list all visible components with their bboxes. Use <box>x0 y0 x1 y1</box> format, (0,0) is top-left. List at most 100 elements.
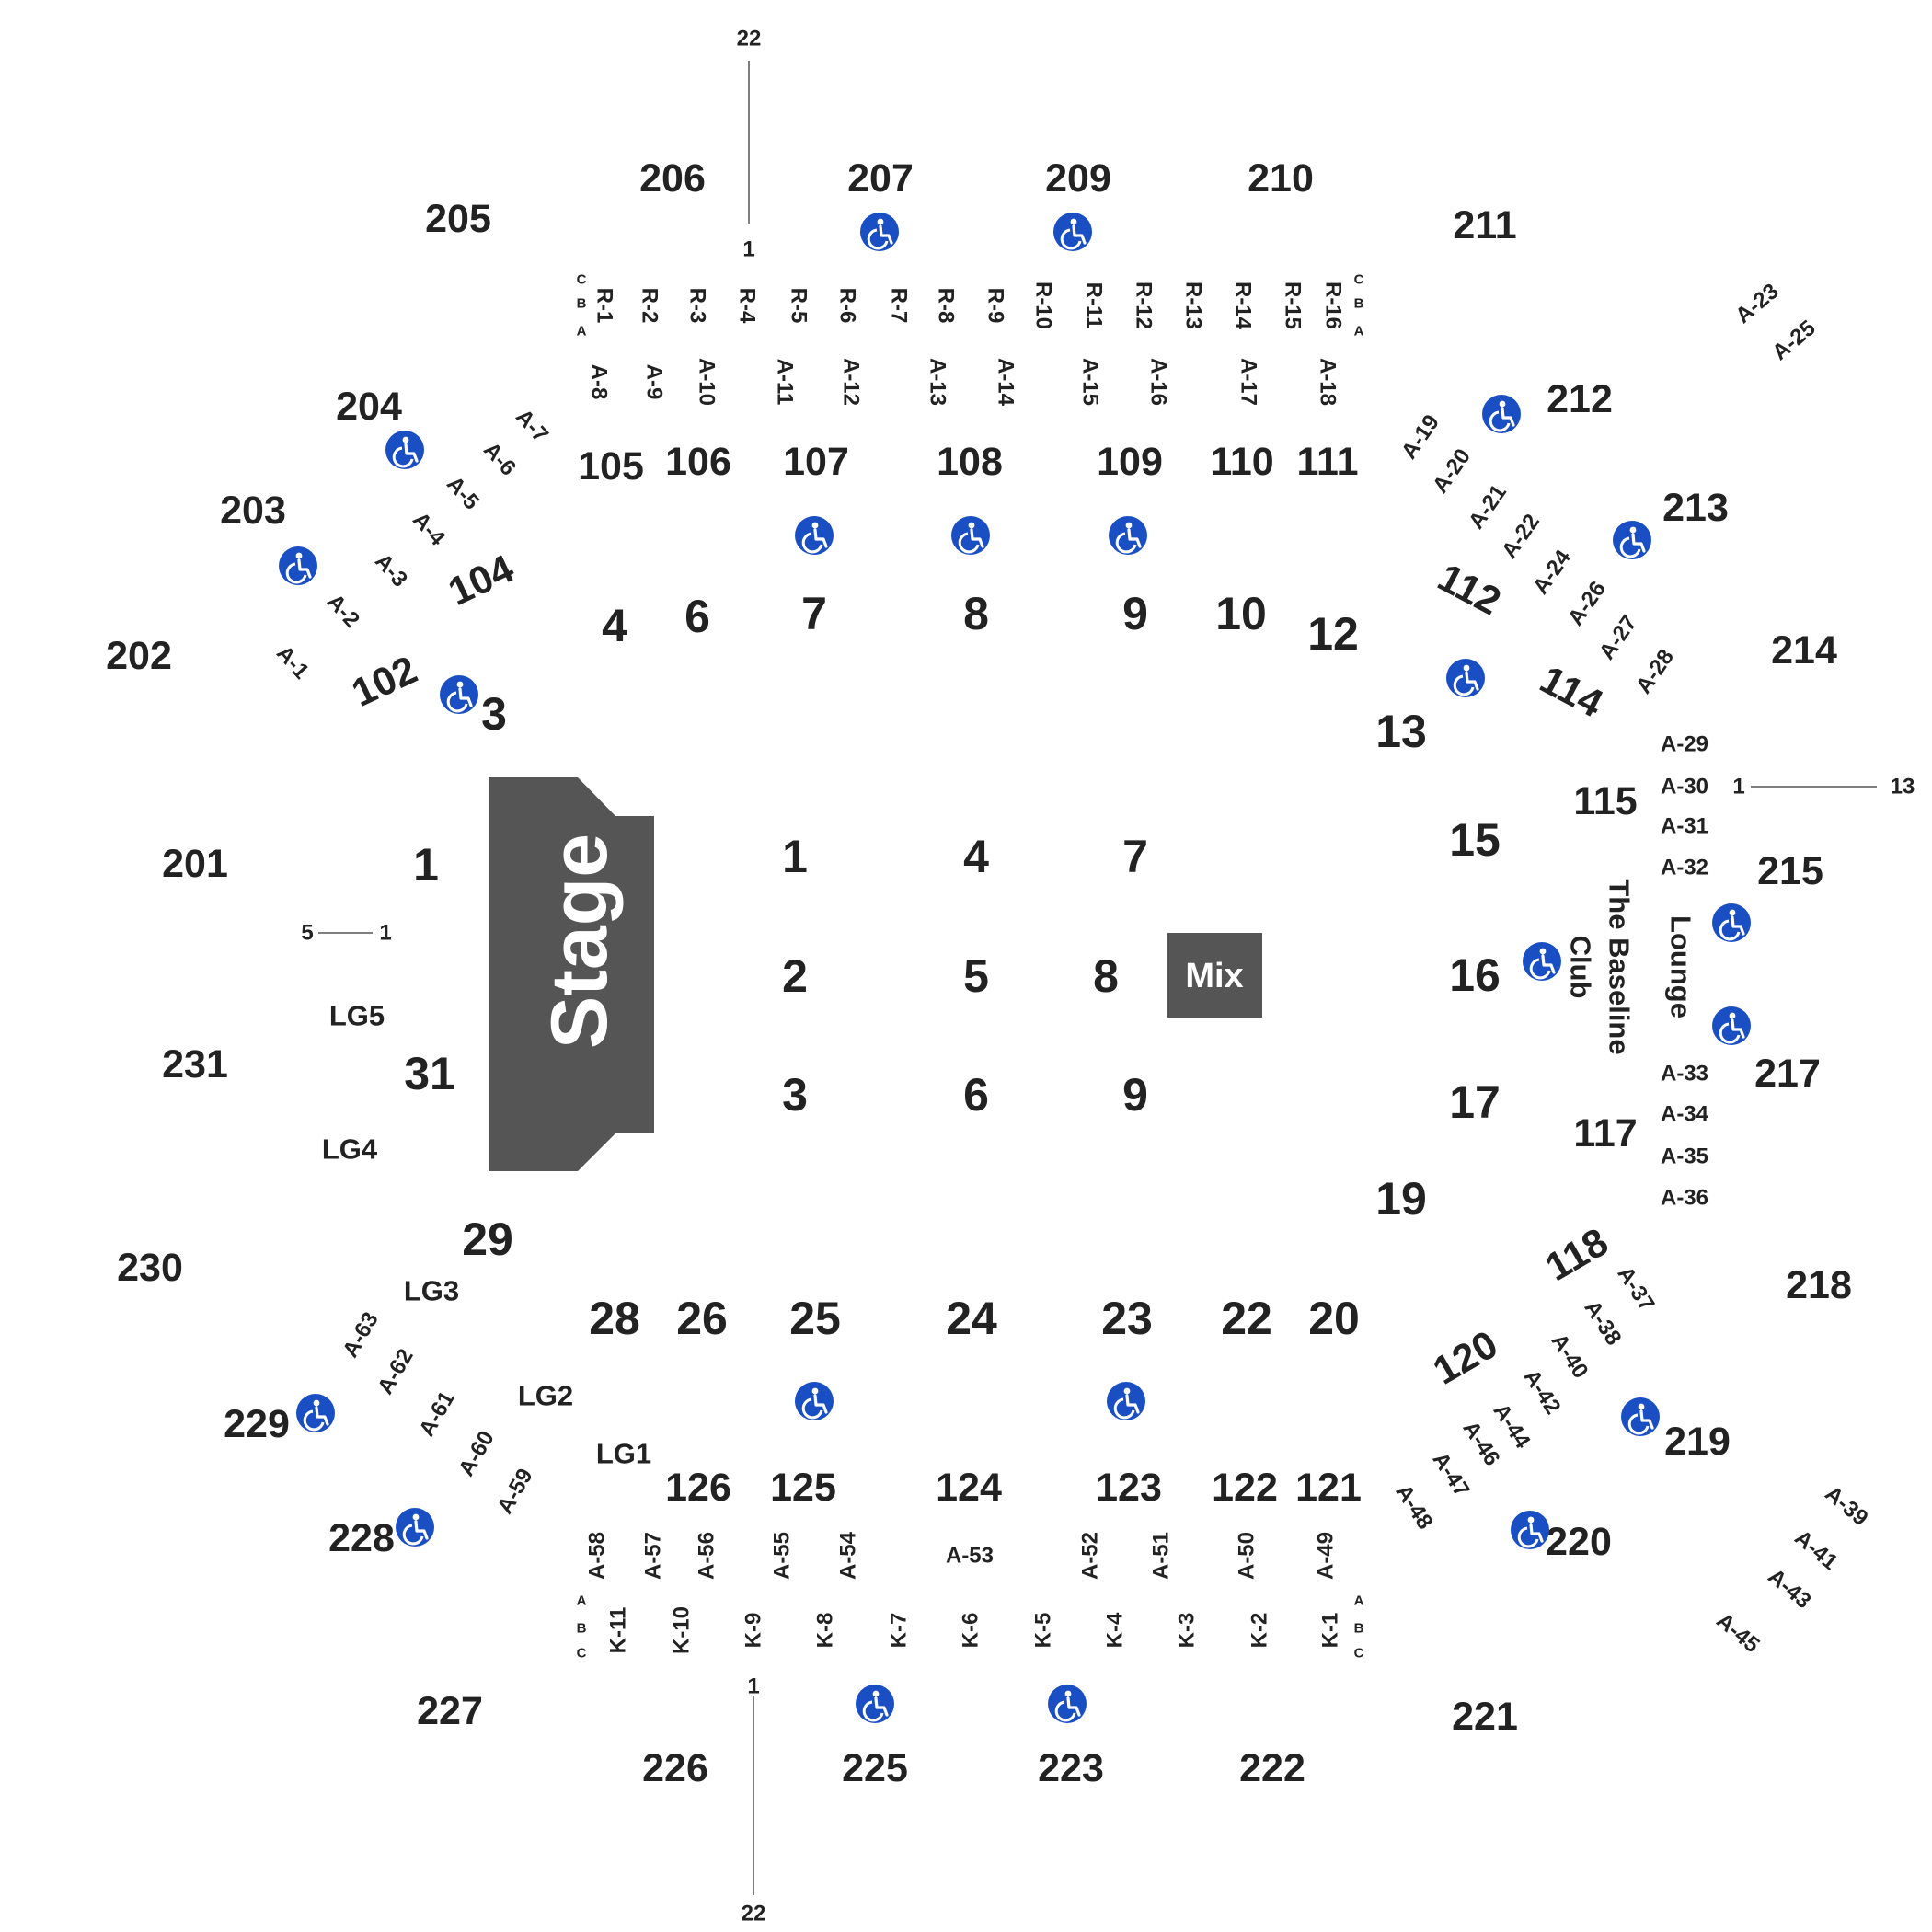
section-219[interactable]: 219 <box>1664 1420 1731 1464</box>
suite-A-4[interactable]: A-4 <box>408 508 450 551</box>
block-17[interactable]: 17 <box>1449 1076 1501 1128</box>
block-16[interactable]: 16 <box>1449 949 1501 1001</box>
suite-A-32[interactable]: A-32 <box>1661 856 1708 880</box>
block-20[interactable]: 20 <box>1308 1293 1360 1344</box>
suite-A-48[interactable]: A-48 <box>1391 1480 1438 1534</box>
suite-A-38[interactable]: A-38 <box>1580 1296 1627 1350</box>
suite-A-12[interactable]: A-12 <box>839 358 864 406</box>
floor-section-8[interactable]: 8 <box>1093 950 1119 1002</box>
suite-A-43[interactable]: A-43 <box>1763 1564 1815 1614</box>
section-230[interactable]: 230 <box>117 1246 183 1290</box>
suite-K-5[interactable]: K-5 <box>1031 1613 1056 1649</box>
section-228[interactable]: 228 <box>328 1516 395 1560</box>
suite-A-50[interactable]: A-50 <box>1235 1532 1259 1580</box>
suite-K-6[interactable]: K-6 <box>959 1613 983 1649</box>
section-126[interactable]: 126 <box>665 1466 731 1510</box>
suite-A-49[interactable]: A-49 <box>1314 1532 1339 1580</box>
suite-A-39[interactable]: A-39 <box>1820 1481 1872 1531</box>
suite-A-14[interactable]: A-14 <box>994 358 1018 407</box>
suite-A-19[interactable]: A-19 <box>1397 410 1444 464</box>
suite-A-47[interactable]: A-47 <box>1428 1448 1475 1501</box>
suite-K-9[interactable]: K-9 <box>742 1613 766 1649</box>
suite-K-3[interactable]: K-3 <box>1175 1613 1200 1649</box>
section-223[interactable]: 223 <box>1038 1746 1104 1790</box>
section-121[interactable]: 121 <box>1295 1466 1362 1510</box>
lodge-LG1[interactable]: LG1 <box>596 1438 651 1470</box>
block-31[interactable]: 31 <box>404 1048 455 1099</box>
block-28[interactable]: 28 <box>589 1293 640 1344</box>
suite-A-27[interactable]: A-27 <box>1594 611 1642 664</box>
suite-A-53[interactable]: A-53 <box>946 1544 994 1569</box>
suite-K-2[interactable]: K-2 <box>1248 1613 1272 1649</box>
suite-R-11[interactable]: R-11 <box>1082 282 1107 329</box>
section-112[interactable]: 112 <box>1431 556 1508 625</box>
block-3[interactable]: 3 <box>481 688 507 740</box>
block-25[interactable]: 25 <box>789 1293 841 1344</box>
suite-A-24[interactable]: A-24 <box>1528 545 1576 599</box>
suite-A-3[interactable]: A-3 <box>370 549 412 592</box>
suite-A-31[interactable]: A-31 <box>1661 814 1708 839</box>
suite-A-15[interactable]: A-15 <box>1078 358 1103 406</box>
suite-A-60[interactable]: A-60 <box>454 1427 499 1481</box>
section-106[interactable]: 106 <box>665 440 731 484</box>
section-102[interactable]: 102 <box>345 648 423 716</box>
suite-R-16[interactable]: R-16 <box>1321 282 1346 329</box>
section-202[interactable]: 202 <box>106 634 172 678</box>
suite-R-10[interactable]: R-10 <box>1031 282 1056 329</box>
suite-R-7[interactable]: R-7 <box>887 288 912 324</box>
section-110[interactable]: 110 <box>1210 440 1273 484</box>
section-203[interactable]: 203 <box>220 489 286 533</box>
suite-A-56[interactable]: A-56 <box>695 1532 719 1580</box>
suite-R-14[interactable]: R-14 <box>1231 282 1256 330</box>
lodge-LG5[interactable]: LG5 <box>329 1000 385 1032</box>
suite-A-7[interactable]: A-7 <box>511 405 553 448</box>
section-217[interactable]: 217 <box>1754 1052 1821 1096</box>
block-15[interactable]: 15 <box>1449 814 1501 866</box>
block-7[interactable]: 7 <box>801 588 827 639</box>
section-227[interactable]: 227 <box>417 1689 483 1733</box>
floor-section-6[interactable]: 6 <box>963 1069 989 1121</box>
lodge-LG2[interactable]: LG2 <box>518 1380 573 1412</box>
section-226[interactable]: 226 <box>642 1746 708 1790</box>
suite-A-29[interactable]: A-29 <box>1661 732 1708 757</box>
floor-section-7[interactable]: 7 <box>1122 831 1148 882</box>
block-22[interactable]: 22 <box>1221 1293 1272 1344</box>
suite-A-9[interactable]: A-9 <box>642 364 667 400</box>
section-214[interactable]: 214 <box>1771 628 1837 673</box>
floor-section-9[interactable]: 9 <box>1122 1069 1148 1121</box>
block-8[interactable]: 8 <box>963 588 989 639</box>
block-9[interactable]: 9 <box>1122 588 1148 639</box>
suite-A-34[interactable]: A-34 <box>1661 1102 1709 1127</box>
suite-R-8[interactable]: R-8 <box>934 288 959 324</box>
suite-A-28[interactable]: A-28 <box>1631 645 1679 698</box>
suite-A-55[interactable]: A-55 <box>770 1532 795 1580</box>
section-231[interactable]: 231 <box>162 1042 228 1087</box>
suite-A-33[interactable]: A-33 <box>1661 1062 1708 1087</box>
section-218[interactable]: 218 <box>1786 1263 1852 1307</box>
block-6[interactable]: 6 <box>684 591 710 642</box>
suite-A-35[interactable]: A-35 <box>1661 1144 1708 1169</box>
section-213[interactable]: 213 <box>1662 486 1729 530</box>
lodge-LG4[interactable]: LG4 <box>322 1133 378 1166</box>
suite-A-58[interactable]: A-58 <box>585 1532 610 1580</box>
suite-R-3[interactable]: R-3 <box>685 288 710 324</box>
suite-A-61[interactable]: A-61 <box>414 1387 459 1442</box>
block-29[interactable]: 29 <box>462 1213 513 1265</box>
section-211[interactable]: 211 <box>1453 203 1516 247</box>
suite-A-51[interactable]: A-51 <box>1149 1532 1174 1580</box>
block-12[interactable]: 12 <box>1307 608 1359 660</box>
section-124[interactable]: 124 <box>936 1466 1002 1510</box>
suite-K-1[interactable]: K-1 <box>1318 1613 1343 1649</box>
section-222[interactable]: 222 <box>1239 1746 1305 1790</box>
lodge-LG3[interactable]: LG3 <box>404 1275 459 1307</box>
floor-section-5[interactable]: 5 <box>963 950 989 1002</box>
suite-R-9[interactable]: R-9 <box>983 288 1008 324</box>
section-225[interactable]: 225 <box>842 1746 908 1790</box>
suite-A-57[interactable]: A-57 <box>641 1532 666 1580</box>
suite-A-54[interactable]: A-54 <box>836 1531 861 1580</box>
suite-R-2[interactable]: R-2 <box>638 288 662 324</box>
mix-position[interactable] <box>1167 933 1262 1018</box>
suite-R-12[interactable]: R-12 <box>1132 282 1156 329</box>
suite-A-18[interactable]: A-18 <box>1316 358 1340 406</box>
section-212[interactable]: 212 <box>1547 377 1613 421</box>
